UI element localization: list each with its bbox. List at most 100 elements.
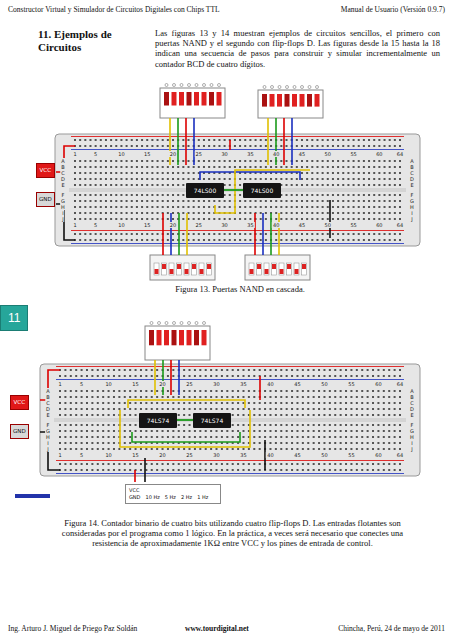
column-number: 25 (195, 222, 203, 228)
column-number: 10 (117, 222, 125, 228)
wire (40, 360, 265, 482)
column-number: 50 (320, 452, 328, 458)
column-number: 55 (349, 151, 357, 157)
section-heading: 11. Ejemplos de Circuitos (38, 28, 138, 54)
ic-chip: 74LS00 (186, 183, 224, 198)
column-number: 30 (220, 222, 228, 228)
chip-label: 74LS74 (143, 417, 173, 424)
header-text: Manual de Usuario (Versión 0.9.7) (300, 5, 445, 14)
column-number: 50 (324, 222, 332, 228)
clock-text: 1 Hz (197, 494, 208, 501)
column-number: 55 (347, 452, 355, 458)
column-number: 20 (169, 222, 177, 228)
column-number: 45 (298, 222, 306, 228)
page-number: 11 (8, 311, 20, 325)
column-number: 64 (396, 222, 404, 228)
column-number: 5 (93, 222, 98, 228)
column-number: 60 (375, 222, 383, 228)
footer-text: Ing. Arturo J. Miguel de Priego Paz Sold… (8, 624, 178, 633)
led-bar (145, 88, 323, 360)
chip-wire (224, 189, 243, 191)
chip-label: 74LS74 (197, 417, 227, 424)
switch-bank (150, 255, 310, 280)
column-number: 55 (347, 381, 355, 387)
column-number: 35 (239, 452, 247, 458)
column-number: 45 (298, 151, 306, 157)
column-number: 15 (143, 151, 151, 157)
chip-label: 74LS00 (190, 187, 220, 194)
breadboard-holes (54, 137, 406, 474)
row-letter: J (46, 446, 49, 452)
footer-text: Chincha, Perú, 24 de mayo de 2011 (290, 624, 445, 633)
column-number: 5 (93, 151, 98, 157)
row-letter: E (409, 182, 414, 188)
column-number: 40 (272, 222, 280, 228)
column-number: 50 (324, 151, 332, 157)
column-number: 40 (272, 151, 280, 157)
row-letter: E (409, 412, 414, 418)
column-number: 50 (320, 381, 328, 387)
clock-text: VCC (129, 487, 217, 494)
column-number: 15 (131, 381, 139, 387)
column-number: 15 (143, 222, 151, 228)
ic-chip: 74LS74 (193, 413, 231, 428)
row-letter: J (410, 216, 413, 222)
column-number: 20 (158, 381, 166, 387)
power-text: VCC (36, 163, 55, 178)
power-text: GND (10, 424, 29, 439)
column-number: 64 (396, 452, 404, 458)
figure-caption: Figura 14. Contador binario de cuatro bi… (45, 518, 420, 549)
clock-text: 5 Hz (165, 494, 176, 501)
clock-generator: VCCGND 10 Hz 5 Hz 2 Hz 1 Hz (125, 484, 221, 504)
blue-bar (15, 494, 50, 498)
chip-label: 74LS00 (247, 187, 277, 194)
column-number: 60 (374, 381, 382, 387)
figure-caption: Figura 13. Puertas NAND en cascada. (60, 284, 420, 294)
page-number-tab: 11 (0, 305, 28, 331)
column-number: 40 (266, 381, 274, 387)
clock-text: 2 Hz (181, 494, 192, 501)
column-number: 64 (396, 151, 404, 157)
column-number: 30 (212, 381, 220, 387)
breadboard (40, 364, 420, 476)
row-letter: E (60, 182, 65, 188)
row-letter: E (45, 412, 50, 418)
breadboard (55, 134, 420, 246)
column-number: 25 (185, 381, 193, 387)
chip-wire (177, 419, 193, 421)
ic-chip: 74LS74 (139, 413, 177, 428)
column-number: 40 (266, 452, 274, 458)
row-letter: J (61, 216, 64, 222)
power-text: VCC (10, 395, 29, 410)
column-number: 60 (374, 452, 382, 458)
row-letter: J (410, 446, 413, 452)
column-number: 10 (104, 452, 112, 458)
column-number: 35 (246, 151, 254, 157)
column-number: 25 (195, 151, 203, 157)
led-segments (149, 84, 320, 346)
column-number: 5 (79, 381, 84, 387)
column-number: 35 (239, 381, 247, 387)
column-number: 45 (293, 452, 301, 458)
column-number: 64 (396, 381, 404, 387)
column-number: 35 (246, 222, 254, 228)
column-number: 30 (220, 151, 228, 157)
column-number: 1 (72, 151, 77, 157)
column-number: 20 (158, 452, 166, 458)
column-number: 1 (57, 452, 62, 458)
clock-text: 10 Hz (145, 494, 159, 501)
column-number: 25 (185, 452, 193, 458)
power-text: GND (36, 192, 55, 207)
column-number: 60 (375, 151, 383, 157)
column-number: 1 (72, 222, 77, 228)
clock-text: GND (129, 494, 140, 501)
switch-toggles (154, 263, 307, 275)
ic-chip: 74LS00 (243, 183, 281, 198)
column-number: 10 (117, 151, 125, 157)
column-number: 1 (57, 381, 62, 387)
column-number: 15 (131, 452, 139, 458)
header-text: Constructor Virtual y Simulador de Circu… (8, 5, 288, 14)
column-number: 55 (349, 222, 357, 228)
column-number: 10 (104, 381, 112, 387)
